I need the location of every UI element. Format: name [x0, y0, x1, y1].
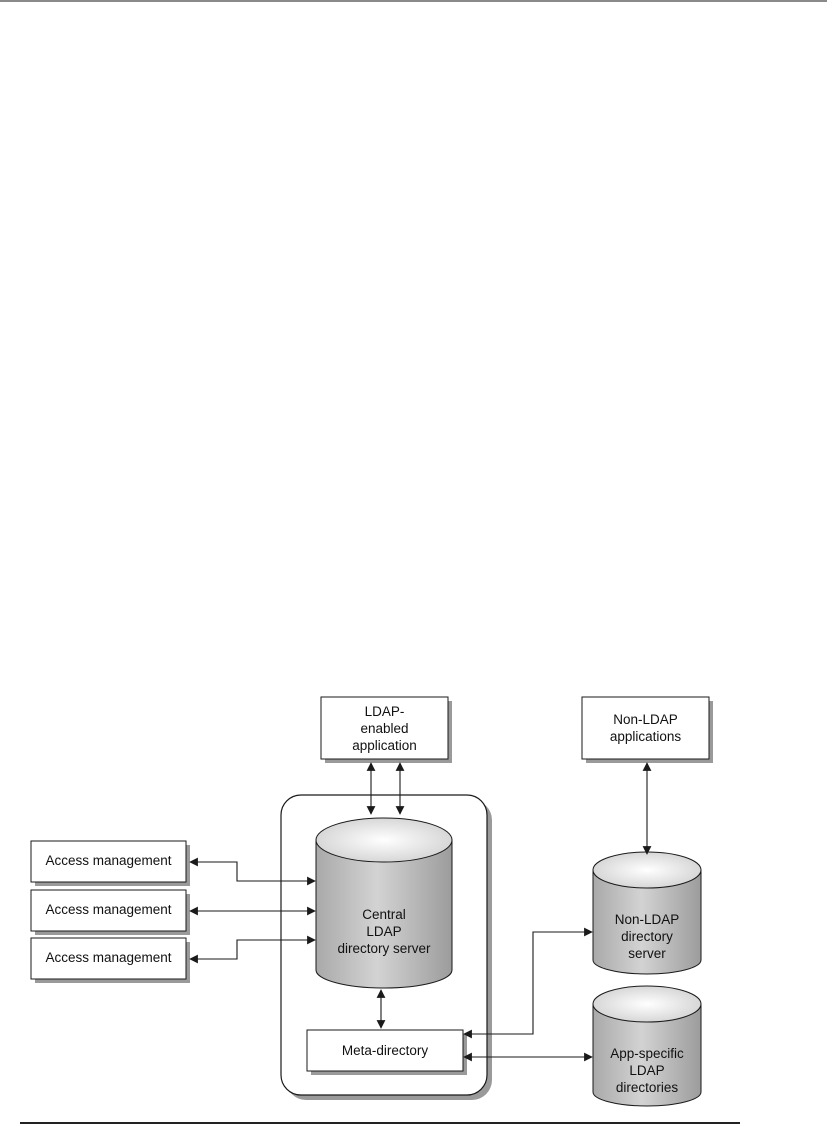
- access-box-1: [30, 840, 187, 883]
- page-top-rule: [0, 0, 827, 2]
- connector-access-1: [189, 857, 316, 886]
- access-label-2: Access management: [45, 902, 172, 917]
- access-box-2: [30, 889, 187, 932]
- meta-directory-label: Meta-directory: [341, 1043, 429, 1058]
- ldap-app-box: [320, 696, 449, 760]
- non-ldap-server-label: Non-LDAP directory server: [614, 912, 680, 961]
- app-specific-cylinder: [592, 985, 702, 1107]
- app-specific-label: App-specific LDAP directories: [610, 1046, 684, 1095]
- non-ldap-apps-box: [581, 696, 710, 760]
- non-ldap-server-cylinder: [592, 851, 702, 975]
- meta-directory-box: [306, 1029, 464, 1072]
- access-box-3: [30, 937, 187, 980]
- page-bottom-rule: [20, 1122, 740, 1124]
- connector-access-3: [189, 935, 316, 964]
- connector-meta-nonldap: [463, 927, 593, 1039]
- central-server-label: Central LDAP directory server: [337, 907, 431, 956]
- access-label-1: Access management: [45, 853, 172, 868]
- ldap-app-label: LDAP- enabled application: [352, 704, 417, 753]
- non-ldap-apps-label: Non-LDAP applications: [609, 712, 682, 744]
- access-label-3: Access management: [45, 950, 172, 965]
- central-ldap-cylinder: [315, 817, 453, 989]
